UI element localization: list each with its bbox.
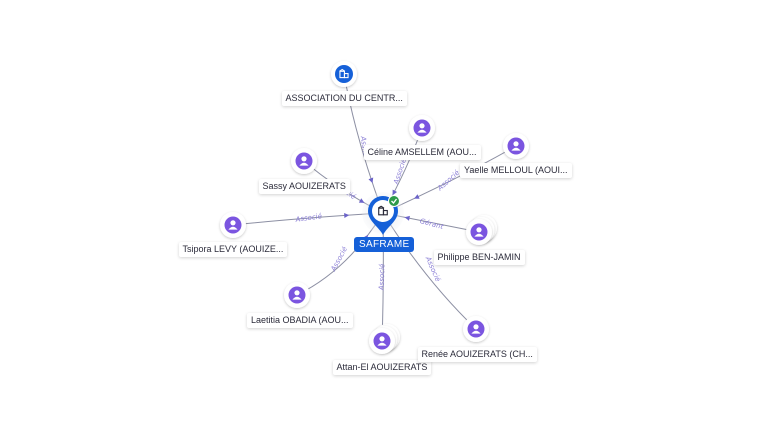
node-sassy[interactable]: [291, 148, 317, 174]
building-icon: [377, 205, 388, 216]
edge-arrow-icon: [414, 194, 420, 199]
node-renee[interactable]: [463, 316, 489, 342]
edge-arrow-icon: [392, 189, 398, 196]
node-label-yaelle[interactable]: Yaelle MELLOUL (AOUI...: [460, 163, 572, 178]
check-badge-icon: [388, 195, 400, 207]
building-icon: [339, 68, 349, 79]
edge-label-yaelle: Associé: [435, 168, 461, 193]
center-node-label[interactable]: SAFRAME: [354, 237, 415, 252]
person-icon: [224, 216, 242, 234]
node-laetitia[interactable]: [284, 282, 310, 308]
person-icon: [295, 152, 313, 170]
edge-label-celine: Associé: [392, 157, 408, 186]
edge-arrow-icon: [404, 215, 410, 221]
node-philippe[interactable]: [466, 215, 497, 245]
node-label-attan[interactable]: Attan-El AOUIZERATS: [332, 360, 432, 375]
edge-arrow-icon: [344, 212, 350, 218]
person-icon: [288, 286, 306, 304]
node-association[interactable]: [331, 61, 357, 87]
edge-arrow-icon: [368, 177, 374, 184]
person-icon: [413, 119, 431, 137]
person-icon: [470, 223, 488, 241]
node-label-tsipora[interactable]: Tsipora LEVY (AOUIZE...: [178, 242, 288, 257]
node-tsipora[interactable]: [220, 212, 246, 238]
person-icon: [467, 320, 485, 338]
edge-label-tsipora: Associé: [294, 212, 323, 224]
edge-arrow-icon: [358, 198, 365, 203]
node-label-philippe[interactable]: Philippe BEN-JAMIN: [433, 250, 525, 265]
center-node[interactable]: [362, 192, 404, 235]
node-yaelle[interactable]: [503, 133, 529, 159]
person-icon: [373, 332, 391, 350]
edge-label-attan: Associé: [378, 263, 387, 291]
node-attan[interactable]: [369, 324, 400, 354]
node-celine[interactable]: [409, 115, 435, 141]
person-icon: [507, 137, 525, 155]
node-label-celine[interactable]: Céline AMSELLEM (AOU...: [363, 145, 481, 160]
node-label-renee[interactable]: Renée AOUIZERATS (CH...: [417, 347, 537, 362]
node-label-laetitia[interactable]: Laetitia OBADIA (AOU...: [247, 313, 353, 328]
edge-label-philippe: Gérant: [419, 217, 445, 231]
node-label-association[interactable]: ASSOCIATION DU CENTR...: [281, 91, 407, 106]
node-label-sassy[interactable]: Sassy AOUIZERATS: [258, 179, 350, 194]
